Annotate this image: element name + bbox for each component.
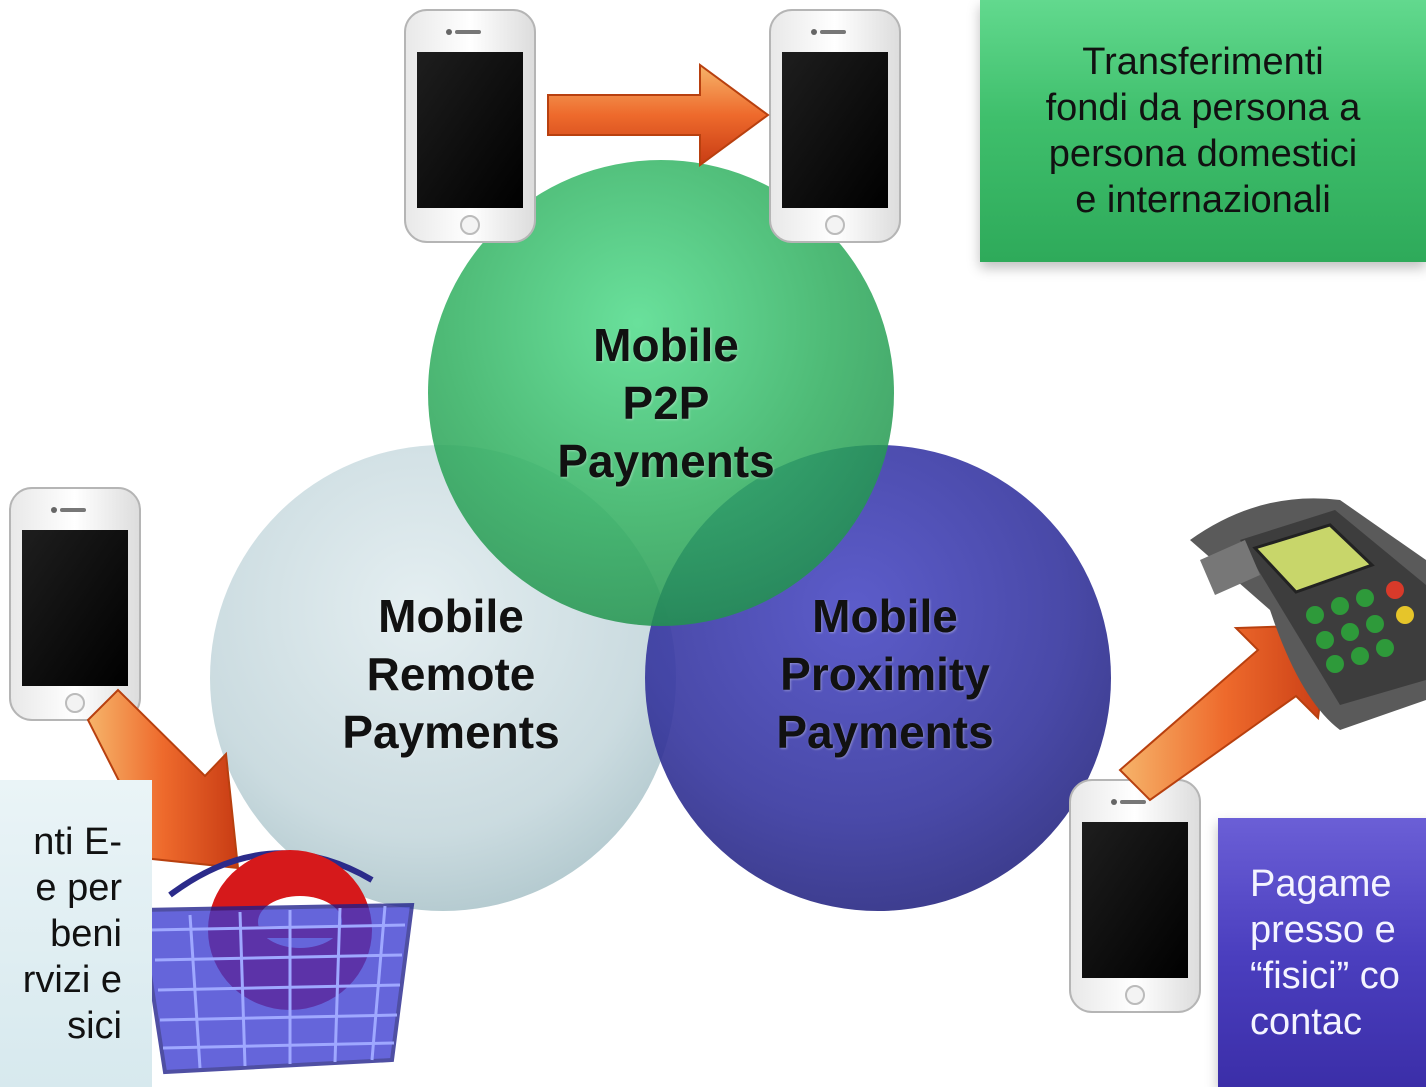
label-line: Payments bbox=[342, 706, 560, 758]
p2p-description-box: Transferimenti fondi da persona a person… bbox=[980, 0, 1426, 262]
label-line: Mobile bbox=[812, 590, 958, 642]
smartphone-icon bbox=[1069, 779, 1201, 1013]
remote-description: nti E- e per beni rvizi e sici bbox=[22, 820, 122, 1047]
label-remote: Mobile Remote Payments bbox=[306, 587, 596, 761]
proximity-description-box: Pagame presso e “fisici” co contac bbox=[1218, 818, 1426, 1087]
smartphone-icon bbox=[9, 487, 141, 721]
label-p2p: Mobile P2P Payments bbox=[530, 316, 802, 490]
remote-description-box: nti E- e per beni rvizi e sici bbox=[0, 780, 152, 1087]
p2p-description: Transferimenti fondi da persona a person… bbox=[1045, 41, 1361, 221]
label-line: Mobile bbox=[593, 319, 739, 371]
smartphone-icon bbox=[404, 9, 536, 243]
label-line: P2P bbox=[622, 377, 710, 429]
label-line: Proximity bbox=[780, 648, 990, 700]
label-line: Remote bbox=[366, 648, 536, 700]
proximity-description: Pagame presso e “fisici” co contac bbox=[1250, 862, 1400, 1043]
smartphone-icon bbox=[769, 9, 901, 243]
label-line: Mobile bbox=[378, 590, 524, 642]
label-proximity: Mobile Proximity Payments bbox=[740, 587, 1030, 761]
label-line: Payments bbox=[776, 706, 994, 758]
arrow-icon bbox=[547, 63, 770, 167]
label-line: Payments bbox=[557, 435, 775, 487]
circle-p2p bbox=[428, 160, 894, 626]
shopping-basket-icon bbox=[137, 850, 415, 1075]
pos-terminal-icon bbox=[1190, 498, 1426, 730]
